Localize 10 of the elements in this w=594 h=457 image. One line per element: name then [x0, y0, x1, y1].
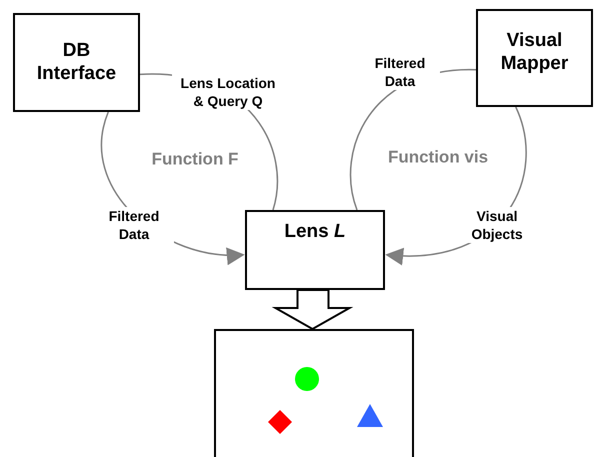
function-label: Function vis: [388, 146, 488, 168]
process-box: [245, 210, 385, 290]
node-label: Lens L: [283, 220, 347, 243]
process-box: [13, 13, 140, 112]
node-label: DB Interface: [36, 39, 118, 85]
function-label: Function F: [152, 148, 238, 170]
display-box: [214, 329, 414, 457]
process-box: [476, 9, 593, 107]
block-arrow: [272, 289, 354, 330]
node-label: Visual Mapper: [500, 29, 570, 75]
